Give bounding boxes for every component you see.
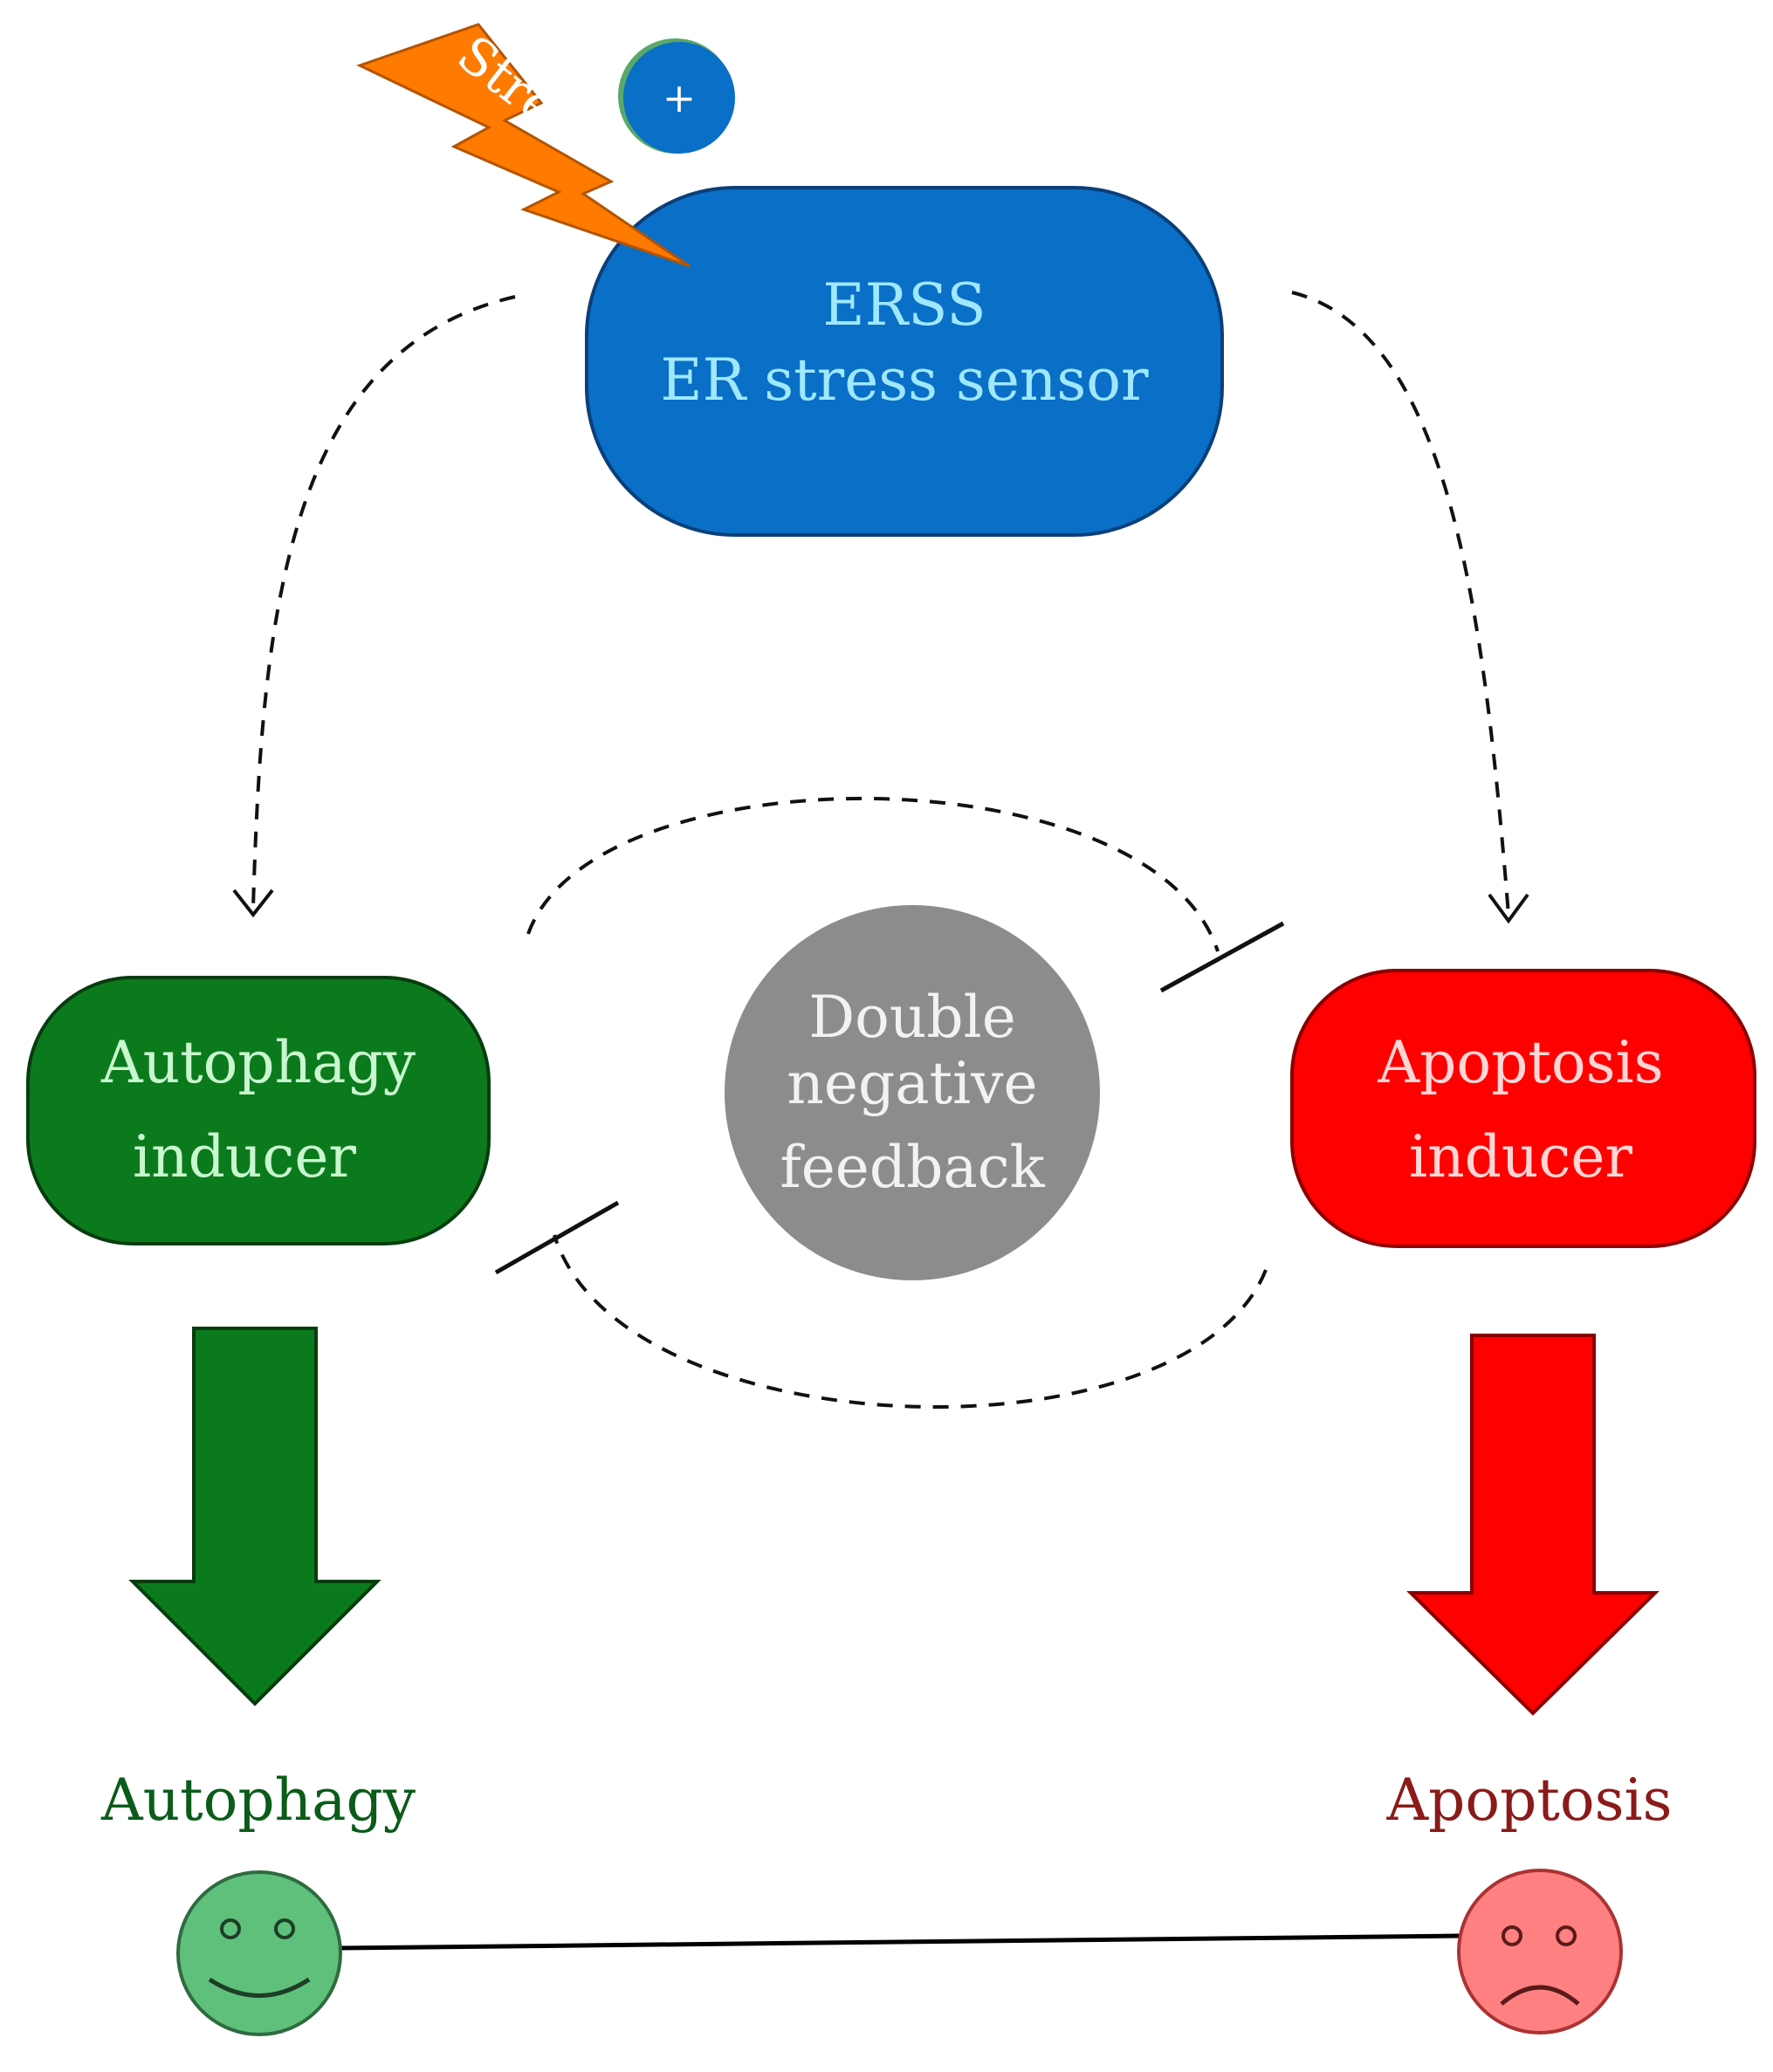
plus-circle-icon: + bbox=[618, 38, 735, 154]
autophagy-inducer-line2: inducer bbox=[133, 1123, 356, 1190]
apoptosis-inducer-line1: Apoptosis bbox=[1377, 1029, 1663, 1096]
apoptosis-outcome-label: Apoptosis bbox=[1385, 1767, 1672, 1834]
ersi-label-line1: ERSS bbox=[822, 271, 986, 339]
apoptosis-inducer-line2: inducer bbox=[1409, 1123, 1632, 1190]
plus-label: + bbox=[663, 74, 697, 121]
arrow-ersi-to-apoptosis bbox=[1291, 291, 1529, 924]
ersi-label-line2: ER stress sensor bbox=[660, 346, 1149, 414]
feedback-circle bbox=[725, 905, 1100, 1280]
autophagy-inducer-node bbox=[26, 976, 491, 1245]
feedback-line2: negative bbox=[787, 1050, 1037, 1117]
autophagy-outcome-label: Autophagy bbox=[100, 1767, 416, 1834]
autophagy-inducer-line1: Autophagy bbox=[100, 1029, 416, 1096]
arrow-ersi-to-autophagy bbox=[232, 295, 516, 918]
feedback-line1: Double bbox=[808, 984, 1016, 1051]
faces-connector-line bbox=[340, 1933, 1460, 1951]
apoptosis-inducer-node bbox=[1290, 969, 1756, 1248]
apoptosis-down-arrow bbox=[1406, 1334, 1660, 1716]
inhibition-autophagy-to-apoptosis bbox=[526, 797, 1285, 993]
sad-face-icon bbox=[1457, 1869, 1623, 2034]
feedback-line3: feedback bbox=[780, 1134, 1045, 1201]
inhibition-apoptosis-to-autophagy bbox=[494, 1200, 1268, 1409]
autophagy-down-arrow bbox=[128, 1327, 381, 1706]
ersi-node bbox=[585, 186, 1224, 537]
smiling-face-icon bbox=[176, 1870, 342, 2036]
